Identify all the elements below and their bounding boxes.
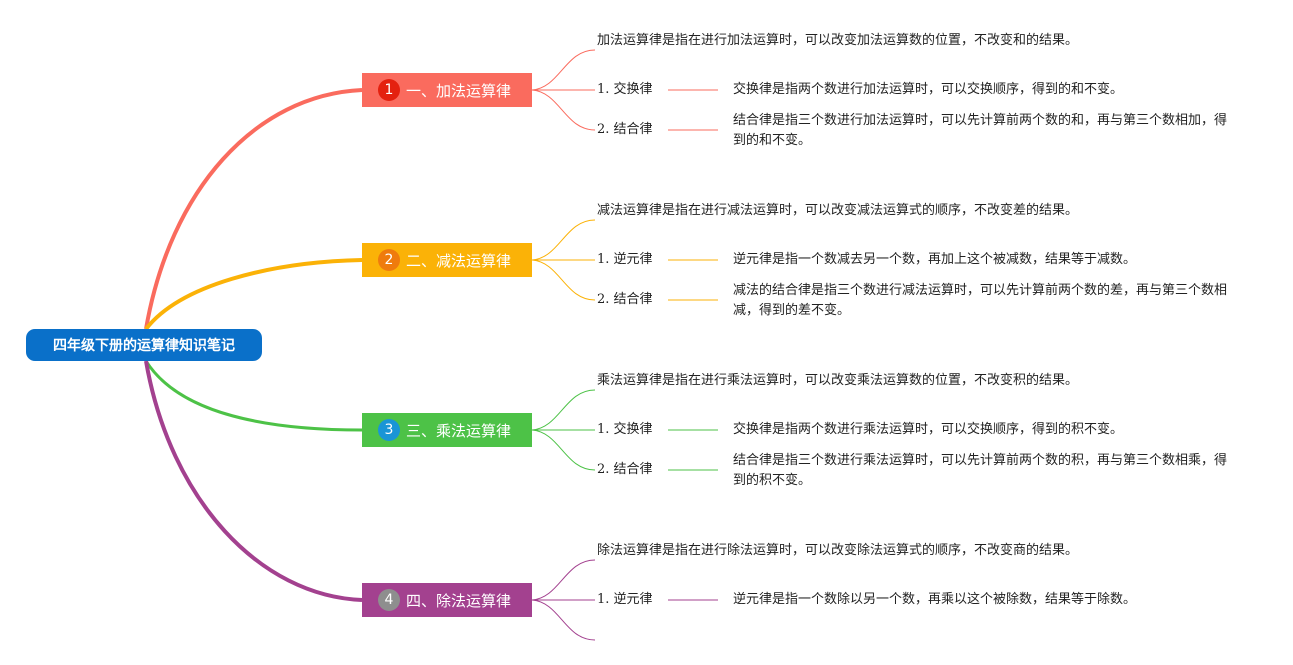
root-title: 四年级下册的运算律知识笔记: [53, 338, 235, 354]
branch-1-child-connectors: [531, 49, 718, 131]
branch-3-intro[interactable]: 乘法运算律是指在进行乘法运算时，可以改变乘法运算数的位置，不改变积的结果。: [597, 373, 1079, 388]
branch-3-law-1-desc[interactable]: 交换律是指两个数进行乘法运算时，可以交换顺序，得到的积不变。: [733, 422, 1124, 437]
branch-number-badge: 3: [378, 419, 400, 441]
branch-3-law-1-name[interactable]: 1. 交换律: [597, 422, 653, 437]
branch-1-law-2-desc[interactable]: 结合律是指三个数进行加法运算时，可以先计算前两个数的和，再与第三个数相加，得到的…: [733, 113, 1228, 148]
branch-2-law-1-desc[interactable]: 逆元律是指一个数减去另一个数，再加上这个被减数，结果等于减数。: [733, 252, 1137, 267]
root-topic[interactable]: 四年级下册的运算律知识笔记: [26, 329, 262, 361]
branch-division[interactable]: 4 四、除法运算律: [362, 583, 532, 617]
branch-multiplication[interactable]: 3 三、乘法运算律: [362, 413, 532, 447]
branch-4-child-connectors: [531, 559, 718, 641]
branch-number-badge: 1: [378, 79, 400, 101]
branch-4-law-1-desc[interactable]: 逆元律是指一个数除以另一个数，再乘以这个被除数，结果等于除数。: [733, 592, 1137, 607]
branch-label: 四、除法运算律: [406, 591, 512, 610]
branch-number-badge: 4: [378, 589, 400, 611]
branch-number-badge: 2: [378, 249, 400, 271]
branch-2-intro[interactable]: 减法运算律是指在进行减法运算时，可以改变减法运算式的顺序，不改变差的结果。: [597, 203, 1079, 218]
branch-1-law-1-desc[interactable]: 交换律是指两个数进行加法运算时，可以交换顺序，得到的和不变。: [733, 82, 1124, 97]
branch-label: 一、加法运算律: [406, 81, 512, 100]
branch-addition[interactable]: 1 一、加法运算律: [362, 73, 532, 107]
branch-3-law-2-name[interactable]: 2. 结合律: [597, 462, 653, 477]
root-branch-3-connector: [144, 360, 363, 432]
root-branch-4-connector: [144, 360, 363, 602]
branch-4-law-1-name[interactable]: 1. 逆元律: [597, 592, 653, 607]
branch-2-law-2-desc[interactable]: 减法的结合律是指三个数进行减法运算时，可以先计算前两个数的差，再与第三个数相减，…: [733, 283, 1228, 318]
branch-2-law-2-name[interactable]: 2. 结合律: [597, 292, 653, 307]
branch-1-intro[interactable]: 加法运算律是指在进行加法运算时，可以改变加法运算数的位置，不改变和的结果。: [597, 33, 1079, 48]
branch-3-child-connectors: [531, 389, 718, 471]
branch-4-intro[interactable]: 除法运算律是指在进行除法运算时，可以改变除法运算式的顺序，不改变商的结果。: [597, 543, 1079, 558]
branch-1-law-1-name[interactable]: 1. 交换律: [597, 82, 653, 97]
branch-label: 二、减法运算律: [406, 251, 512, 270]
branch-1-law-2-name[interactable]: 2. 结合律: [597, 122, 653, 137]
root-branch-2-connector: [144, 258, 363, 331]
branch-2-child-connectors: [531, 219, 718, 301]
branch-2-law-1-name[interactable]: 1. 逆元律: [597, 252, 653, 267]
root-branch-1-connector: [144, 88, 363, 330]
branch-label: 三、乘法运算律: [406, 421, 512, 440]
branch-3-law-2-desc[interactable]: 结合律是指三个数进行乘法运算时，可以先计算前两个数的积，再与第三个数相乘，得到的…: [733, 453, 1228, 488]
branch-subtraction[interactable]: 2 二、减法运算律: [362, 243, 532, 277]
